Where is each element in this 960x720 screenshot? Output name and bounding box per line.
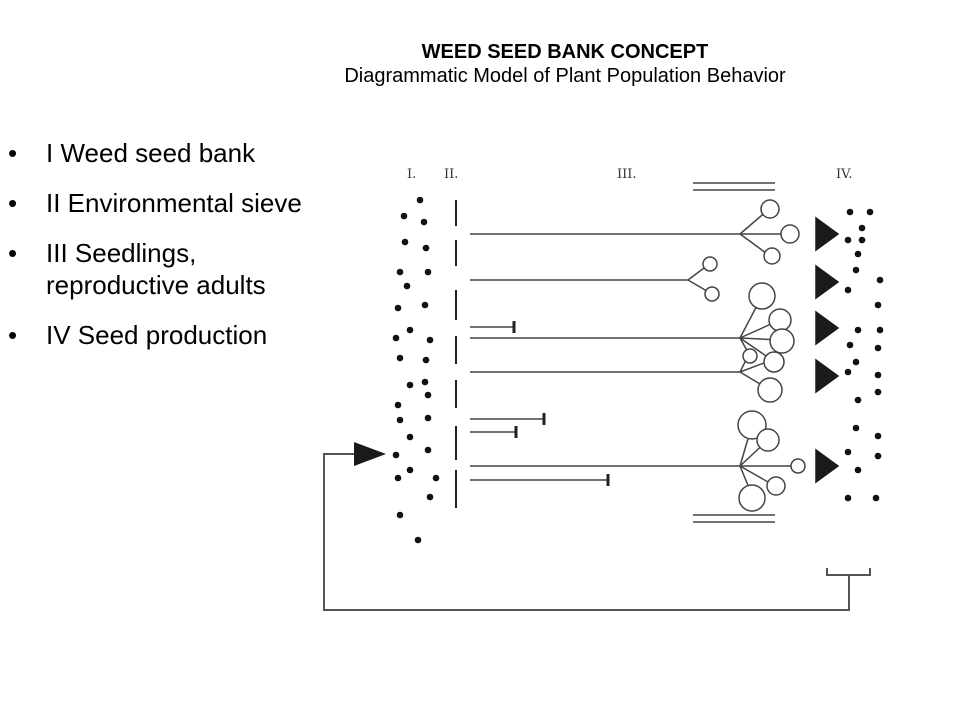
seed-output-dot: [846, 341, 854, 349]
seed-output-dot: [874, 388, 882, 396]
bullet-environmental-sieve: II Environmental sieve: [8, 187, 308, 219]
slide-title: WEED SEED BANK CONCEPT: [421, 41, 709, 63]
seed-dot: [401, 238, 409, 246]
seed-dot: [422, 356, 430, 364]
adult-plant-circle: [766, 476, 786, 496]
adult-plant-circle: [704, 286, 720, 302]
seed-production-arrows: [815, 216, 840, 484]
seed-production-triangle: [815, 216, 840, 252]
seed-output-dot: [858, 224, 866, 232]
seed-output-dot: [874, 371, 882, 379]
reproductive-adults: [702, 199, 806, 512]
seed-output-dot: [854, 466, 862, 474]
seed-dot: [403, 282, 411, 290]
seed-dot: [426, 493, 434, 501]
stage-label-iii: III.: [617, 167, 637, 182]
adult-plant-circle: [768, 308, 792, 332]
seed-dot: [406, 326, 414, 334]
adult-plant-circle: [738, 484, 766, 512]
seed-bank-dots: [392, 196, 440, 544]
seed-production-triangle: [815, 264, 840, 300]
seed-output-dot: [844, 236, 852, 244]
seed-dot: [406, 433, 414, 441]
slide-subtitle: Diagrammatic Model of Plant Population B…: [344, 65, 786, 87]
seed-output-dot: [852, 424, 860, 432]
bullet-seed-bank: I Weed seed bank: [8, 137, 308, 169]
adult-plant-circle: [742, 348, 758, 364]
seed-dot: [421, 301, 429, 309]
seed-dot: [396, 416, 404, 424]
seed-dot: [394, 304, 402, 312]
seed-dot: [432, 474, 440, 482]
stage-label-iv: IV.: [836, 167, 852, 182]
adult-plant-circle: [737, 410, 767, 440]
adult-plant-circle: [757, 377, 783, 403]
seed-output-dot: [854, 326, 862, 334]
seed-dot: [400, 212, 408, 220]
seed-output-dot: [844, 494, 852, 502]
seed-dot: [422, 244, 430, 252]
seed-dot: [392, 451, 400, 459]
seed-bank-diagram: I. II. III. IV.: [323, 167, 884, 611]
title-block: WEED SEED BANK CONCEPT Diagrammatic Mode…: [230, 40, 900, 88]
seed-production-triangle: [815, 310, 840, 346]
seed-output-dot: [874, 301, 882, 309]
seed-dot: [424, 391, 432, 399]
seed-dot: [394, 474, 402, 482]
seed-output-dot: [876, 326, 884, 334]
adult-plant-circle: [748, 282, 776, 310]
stage-label-i: I.: [407, 167, 416, 182]
seed-dot: [421, 378, 429, 386]
seed-output-dot: [874, 452, 882, 460]
seed-dot: [394, 401, 402, 409]
seed-output-dot: [854, 396, 862, 404]
seed-output-dot: [846, 208, 854, 216]
seed-dot: [396, 511, 404, 519]
seed-dot: [406, 381, 414, 389]
bullet-seed-production: IV Seed production: [8, 319, 308, 351]
seed-dot: [424, 446, 432, 454]
seed-dot: [420, 218, 428, 226]
adult-plant-circle: [756, 428, 780, 452]
seed-dot: [396, 354, 404, 362]
return-arrow-icon: [354, 442, 386, 466]
adult-plant-circle: [780, 224, 800, 244]
seed-dot: [426, 336, 434, 344]
bullet-list: I Weed seed bank II Environmental sieve …: [8, 137, 308, 369]
stage-label-ii: II.: [444, 167, 458, 182]
seed-production-triangle: [815, 358, 840, 394]
adult-plant-circle: [763, 247, 781, 265]
bullet-seedlings: III Seedlings, reproductive adults: [8, 237, 308, 301]
seed-dot: [414, 536, 422, 544]
adult-plant-circle: [702, 256, 718, 272]
seed-dot: [396, 268, 404, 276]
adult-boundary-lines: [693, 182, 775, 523]
seed-output-dots: [844, 208, 884, 502]
seed-dot: [406, 466, 414, 474]
seed-output-dot: [852, 266, 860, 274]
seed-output-dot: [872, 494, 880, 502]
seed-output-dot: [874, 432, 882, 440]
adult-plant-circle: [763, 351, 785, 373]
seed-dot: [424, 268, 432, 276]
adult-plant-circle: [769, 328, 795, 354]
seed-output-dot: [858, 236, 866, 244]
seed-output-dot: [874, 344, 882, 352]
seed-production-triangle: [815, 448, 840, 484]
seed-dot: [392, 334, 400, 342]
seed-output-dot: [844, 286, 852, 294]
seed-output-dot: [866, 208, 874, 216]
seed-dot: [424, 414, 432, 422]
seed-dot: [416, 196, 424, 204]
adult-plant-circle: [790, 458, 806, 474]
seed-output-dot: [844, 368, 852, 376]
adult-plant-circle: [760, 199, 780, 219]
seed-output-dot: [876, 276, 884, 284]
seed-output-dot: [844, 448, 852, 456]
seed-output-dot: [852, 358, 860, 366]
seed-output-dot: [854, 250, 862, 258]
return-loop: [323, 453, 871, 611]
